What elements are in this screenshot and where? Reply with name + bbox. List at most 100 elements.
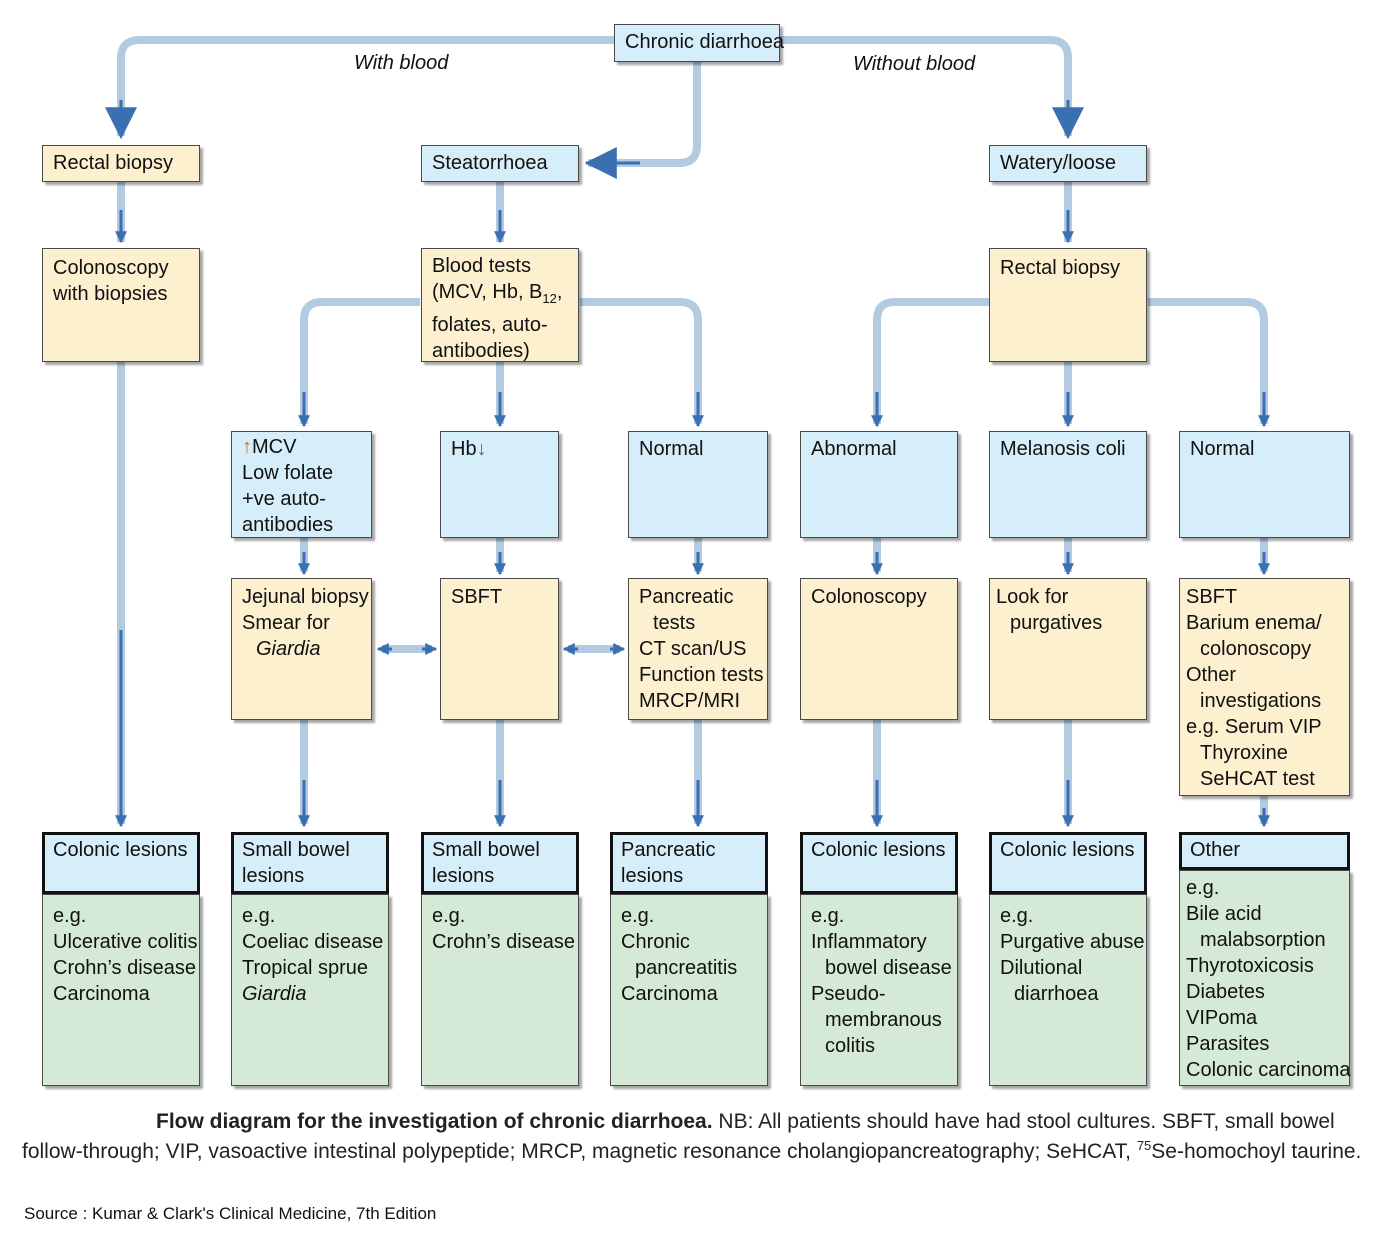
node-label: Pancreatic: [639, 586, 734, 608]
result-panel: e.g. Crohn’s disease: [421, 894, 579, 1086]
result-item: e.g.: [432, 905, 466, 927]
node-label: SeHCAT test: [1200, 768, 1315, 790]
result-header-label: Colonic lesions: [811, 839, 946, 861]
result-item: Pseudo-: [811, 983, 886, 1005]
node-normal-mid: Normal: [628, 431, 768, 538]
node-label: Steatorrhoea: [432, 152, 548, 174]
node-abnormal: Abnormal: [800, 431, 958, 538]
node-label: Chronic diarrhoea: [625, 31, 784, 53]
result-header: Colonic lesions: [800, 832, 958, 894]
result-item: e.g.: [1186, 877, 1220, 899]
result-header: Colonic lesions: [42, 832, 200, 894]
result-item: e.g.: [1000, 905, 1034, 927]
node-label: Barium enema/: [1186, 612, 1322, 634]
edge-rectal-to-abnormal: [873, 298, 990, 424]
node-sbft-right: SBFT Barium enema/ colonoscopy Other inv…: [1179, 578, 1350, 796]
node-label: SBFT: [1186, 586, 1238, 608]
result-panel: e.g. Bile acid malabsorption Thyrotoxico…: [1179, 870, 1351, 1086]
result-item: Coeliac disease: [242, 931, 384, 953]
node-label: CT scan/US: [639, 638, 747, 660]
result-header-label: lesions: [432, 865, 495, 887]
edge-without-blood: [780, 36, 1084, 140]
node-pancreatic-tests: Pancreatic tests CT scan/US Function tes…: [628, 578, 768, 720]
edge-with-blood: [105, 36, 614, 140]
node-label: colonoscopy: [1200, 638, 1312, 660]
node-label: antibodies: [242, 514, 334, 536]
node-rectal-biopsy-left: Rectal biopsy: [42, 145, 200, 182]
result-header-label: Colonic lesions: [53, 839, 188, 861]
result-other: Other e.g. Bile acid malabsorption Thyro…: [1179, 832, 1351, 1086]
result-header-label: lesions: [242, 865, 305, 887]
caption-text: Se-homochoyl taurine.: [1151, 1140, 1362, 1163]
italic-text: Giardia: [242, 983, 307, 1005]
result-colonic-lesions-mid: Colonic lesions e.g. Inflammatory bowel …: [800, 832, 958, 1086]
result-item: Carcinoma: [53, 983, 150, 1005]
arrow-up-icon: ↑: [242, 436, 252, 458]
result-panel: e.g. Ulcerative colitis Crohn’s disease …: [42, 894, 200, 1086]
result-item: e.g.: [621, 905, 655, 927]
result-item: VIPoma: [1186, 1007, 1258, 1029]
result-item: Diabetes: [1186, 981, 1265, 1003]
result-panel: e.g. Coeliac disease Tropical sprue Giar…: [231, 894, 389, 1086]
result-header-label: Other: [1190, 839, 1241, 861]
edge-label-with-blood: With blood: [354, 52, 449, 74]
node-label: tests: [653, 612, 696, 634]
text-fragment: MCV: [252, 436, 297, 458]
node-label: Look for: [996, 586, 1069, 608]
result-header: Colonic lesions: [989, 832, 1147, 894]
node-colonoscopy: Colonoscopy: [800, 578, 958, 720]
edge-blood-to-normal: [580, 298, 702, 424]
edge-label-without-blood: Without blood: [853, 53, 976, 75]
result-item-giardia: Giardia: [242, 981, 378, 1007]
node-label: Jejunal biopsy: [242, 586, 369, 608]
result-small-bowel-lesions-2: Small bowel lesions e.g. Crohn’s disease: [421, 832, 579, 1086]
result-item: e.g.: [53, 905, 87, 927]
result-header: Pancreatic lesions: [610, 832, 768, 894]
result-small-bowel-lesions-1: Small bowel lesions e.g. Coeliac disease…: [231, 832, 389, 1086]
result-panel: e.g. Purgative abuse Dilutional diarrhoe…: [989, 894, 1147, 1086]
node-mcv: ↑MCV Low folate +ve auto- antibodies: [231, 431, 372, 538]
result-header: Small bowel lesions: [421, 832, 579, 894]
node-blood-tests: Blood tests (MCV, Hb, B12, folates, auto…: [421, 248, 579, 362]
result-item: Crohn’s disease: [432, 931, 576, 953]
result-item: Parasites: [1186, 1033, 1270, 1055]
node-label: Function tests: [639, 664, 764, 686]
node-look-for-purgatives: Look for purgatives: [989, 578, 1147, 720]
result-header-label: Colonic lesions: [1000, 839, 1135, 861]
caption-lead: Flow diagram for the investigation of ch…: [156, 1110, 713, 1133]
result-colonic-lesions-left: Colonic lesions e.g. Ulcerative colitis …: [42, 832, 200, 1086]
text-fragment: (MCV, Hb, B: [432, 281, 543, 303]
result-item: Bile acid: [1186, 903, 1262, 925]
node-label: +ve auto-: [242, 488, 326, 510]
node-sbft-mid: SBFT: [440, 578, 559, 720]
result-header: Small bowel lesions: [231, 832, 389, 894]
caption-superscript: 75: [1136, 1138, 1152, 1153]
node-label: Rectal biopsy: [53, 152, 174, 174]
result-item: Dilutional: [1000, 957, 1083, 979]
italic-text: Giardia: [256, 638, 321, 660]
node-label: Low folate: [242, 462, 334, 484]
figure-source: Source : Kumar & Clark's Clinical Medici…: [24, 1204, 437, 1223]
caption-text: NB: All patients should have had stool c…: [22, 1110, 1335, 1163]
figure-caption: Flow diagram for the investigation of ch…: [22, 1107, 1362, 1167]
edge-to-steatorrhoea: [584, 62, 701, 179]
node-chronic-diarrhoea: Chronic diarrhoea: [614, 24, 784, 62]
node-jejunal-biopsy: Jejunal biopsy Smear for Giardia: [231, 578, 372, 720]
node-hb: Hb↓: [440, 431, 559, 538]
node-label: Thyroxine: [1200, 742, 1288, 764]
node-label: antibodies): [432, 340, 530, 362]
result-item: Thyrotoxicosis: [1186, 955, 1314, 977]
result-item: bowel disease: [825, 957, 952, 979]
result-header: Other: [1179, 832, 1350, 870]
arrow-down-icon: ↓: [476, 438, 487, 460]
result-item: e.g.: [811, 905, 845, 927]
node-steatorrhoea: Steatorrhoea: [421, 145, 579, 182]
result-header-label: lesions: [621, 865, 684, 887]
result-panel: e.g. Chronic pancreatitis Carcinoma: [610, 894, 768, 1086]
result-item: Tropical sprue: [242, 957, 368, 979]
node-normal-right: Normal: [1179, 431, 1350, 538]
subscript: 12: [542, 291, 557, 306]
edge-rectal-to-normal: [1148, 298, 1268, 424]
node-label: Melanosis coli: [1000, 438, 1126, 460]
